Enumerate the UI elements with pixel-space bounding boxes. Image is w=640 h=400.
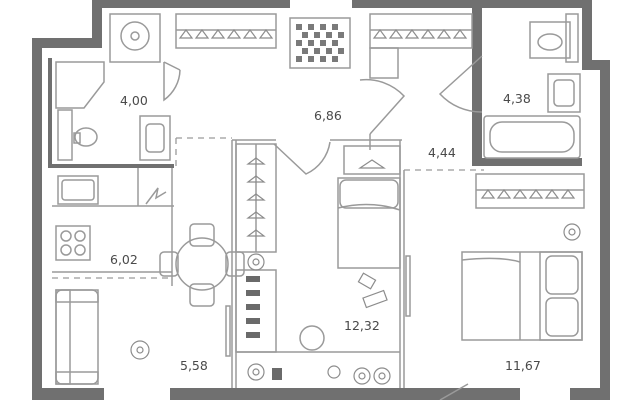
hanger-icon (178, 29, 576, 237)
shelf-blocks (246, 276, 282, 380)
plant-icon (130, 223, 581, 385)
room-area-bedroom-small: 12,32 (344, 318, 380, 333)
rug-pattern (296, 24, 344, 62)
room-area-bathroom-2: 4,38 (503, 91, 531, 106)
room-area-corridor: 4,44 (428, 145, 456, 160)
room-area-hall: 6,86 (314, 108, 342, 123)
room-area-kitchen: 6,02 (110, 252, 138, 267)
room-area-bedroom-large: 11,67 (505, 358, 541, 373)
walls (32, 0, 610, 400)
interior-lines (52, 13, 585, 400)
room-area-bathroom-1: 4,00 (120, 93, 148, 108)
zone-boundaries (52, 137, 484, 279)
room-area-living: 5,58 (180, 358, 208, 373)
